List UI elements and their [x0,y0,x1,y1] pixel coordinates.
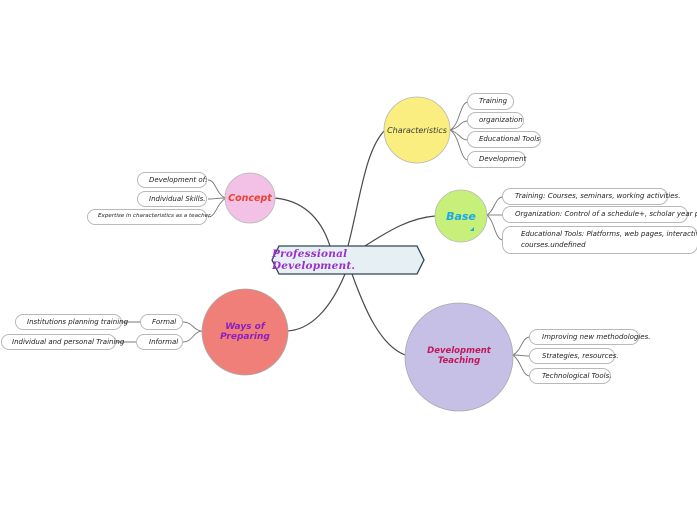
connector-base [364,215,436,247]
connector-characteristics [347,129,386,247]
ways-item-pill[interactable] [136,334,183,350]
note-indicator-icon [470,227,474,231]
characteristics-item-pill[interactable] [467,131,541,148]
concept-item-pill[interactable] [87,209,207,225]
concept-node-circle [224,172,276,224]
ways-subitem-pill[interactable] [15,314,122,330]
concept-item: Expertise in characteristics as a teache… [98,213,212,219]
ways-item: Informal [149,338,179,346]
teaching-node-circle [404,302,514,412]
teaching-item-pill[interactable] [529,329,639,345]
base-item-continued: courses.undefined [521,241,586,249]
center-topic[interactable]: Professional Development. [272,248,356,272]
teaching-item: Improving new methodologies. [542,333,651,341]
characteristics-node-circle [383,96,451,164]
concept-node[interactable]: Concept [228,192,272,204]
teaching-node[interactable]: Development Teaching [427,346,491,366]
teaching-item-pill[interactable] [529,348,615,364]
characteristics-item-pill[interactable] [467,151,526,168]
base-node[interactable]: Base [446,209,476,223]
characteristics-node[interactable]: Characteristics [387,125,447,135]
connector-ways [286,273,346,332]
concept-item: Individual Skills. [149,195,206,203]
characteristics-item-pill[interactable] [467,93,514,110]
characteristics-item: organization [479,116,523,124]
connector-concept [273,197,331,247]
characteristics-item: Educational Tools [479,135,540,143]
ways-item: Formal [152,318,177,326]
base-item-pill[interactable] [502,188,668,205]
base-item-pill[interactable] [502,206,688,223]
ways-subitem-pill[interactable] [1,334,116,350]
base-item: Educational Tools: Platforms, web pages,… [521,230,697,238]
base-item-pill[interactable] [502,226,697,254]
teaching-item: Technological Tools. [542,372,612,380]
teaching-item-pill[interactable] [529,368,611,384]
characteristics-item: Training [479,97,508,105]
concept-item-pill[interactable] [137,172,207,188]
characteristics-item: Development [479,155,527,163]
ways-item-pill[interactable] [140,314,183,330]
connector-teaching [351,273,406,356]
teaching-item: Strategies, resources. [542,352,619,360]
base-item: Training: Courses, seminars, working act… [515,192,681,200]
characteristics-item-pill[interactable] [467,112,524,129]
ways-subitem: Institutions planning training [27,318,129,326]
concept-item-pill[interactable] [137,191,207,207]
ways-subitem: Individual and personal Training [12,338,125,346]
base-item: Organization: Control of a schedule+, sc… [515,210,697,218]
concept-item: Development of: [149,176,208,184]
center-topic-shape [271,245,425,275]
ways-node-circle [201,288,289,376]
ways-node[interactable]: Ways of Preparing [220,322,270,342]
